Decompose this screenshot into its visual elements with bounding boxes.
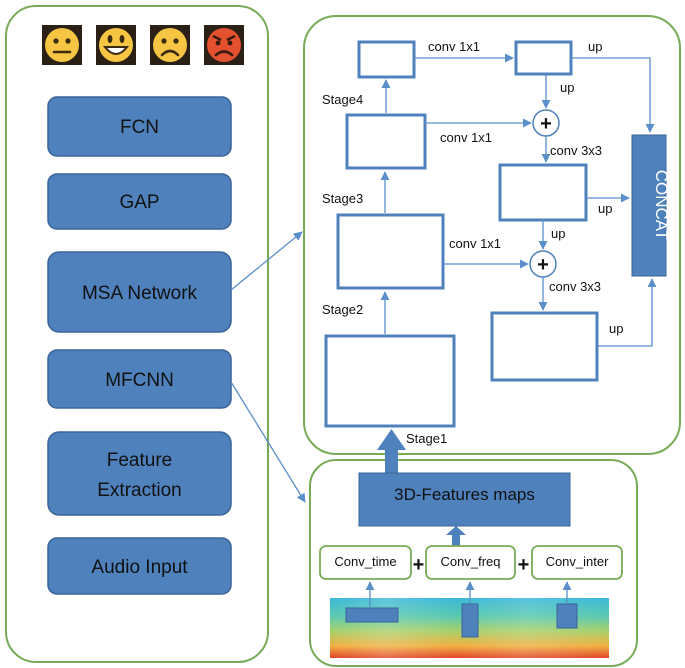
fcn-step: FCN xyxy=(47,96,232,157)
features-map-arrow xyxy=(446,526,466,547)
conv-time-label: Conv_time xyxy=(334,554,396,569)
conv3x3-lower-label: conv 3x3 xyxy=(549,279,601,294)
msa-network-step: MSA Network xyxy=(47,251,232,333)
emotion-grinning-icon xyxy=(96,25,136,65)
stage3-block xyxy=(345,113,427,170)
concat-label: CONCAT xyxy=(652,170,671,241)
audio-input-label: Audio Input xyxy=(91,557,188,578)
conv-freq-label: Conv_freq xyxy=(441,554,501,569)
time-kernel xyxy=(345,607,399,623)
stage2-label: Stage2 xyxy=(322,302,363,317)
stage1-label: Stage1 xyxy=(406,431,447,446)
conv-time-block xyxy=(319,545,412,580)
conv-freq-block xyxy=(425,545,516,580)
bottom-conv-block xyxy=(490,311,599,382)
freq-kernel xyxy=(461,603,479,638)
emotion-sad-icon xyxy=(150,25,190,65)
features-map-label: 3D-Features maps xyxy=(394,485,535,504)
conv1x1-low-label: conv 1x1 xyxy=(449,236,501,251)
stage1-block xyxy=(324,334,456,428)
plus-time-freq: + xyxy=(413,554,425,576)
lower-add-sign: + xyxy=(537,254,549,276)
stage4-label: Stage4 xyxy=(322,92,363,107)
up-label-top: up xyxy=(588,39,602,54)
emotion-neutral-icon xyxy=(42,25,82,65)
stage3-label: Stage3 xyxy=(322,191,363,206)
stage4-block xyxy=(357,40,416,79)
conv-inter-block xyxy=(531,545,623,580)
mfcnn-label: MFCNN xyxy=(105,370,174,391)
up-label-3: up xyxy=(598,201,612,216)
mid-conv-block xyxy=(498,163,588,222)
top-conv-block xyxy=(514,40,573,76)
fcn-label: FCN xyxy=(120,117,159,138)
up-label-2: up xyxy=(560,80,574,95)
audio-input-step: Audio Input xyxy=(47,537,232,595)
stage2-block xyxy=(336,213,445,290)
inter-kernel xyxy=(556,603,578,629)
up-label-4: up xyxy=(551,226,565,241)
msa-detail-link xyxy=(230,231,303,291)
gap-step: GAP xyxy=(47,173,232,230)
feature-extraction-label-line2: Extraction xyxy=(97,480,181,501)
mfcnn-detail-link xyxy=(230,381,306,503)
feature-extraction-step: Feature Extraction xyxy=(47,431,232,516)
conv-inter-label: Conv_inter xyxy=(546,554,610,569)
upper-add-sign: + xyxy=(540,113,552,135)
conv1x1-top-label: conv 1x1 xyxy=(428,39,480,54)
msa-network-label: MSA Network xyxy=(82,283,198,304)
conv1x1-mid-label: conv 1x1 xyxy=(440,130,492,145)
conv3x3-upper-label: conv 3x3 xyxy=(550,143,602,158)
mfcnn-step: MFCNN xyxy=(47,349,232,409)
features-map-block xyxy=(358,472,571,527)
concat-block xyxy=(631,134,667,277)
gap-label: GAP xyxy=(119,192,159,213)
up-label-5: up xyxy=(609,321,623,336)
emotion-angry-icon xyxy=(204,25,244,65)
feature-extraction-label-line1: Feature xyxy=(107,450,172,471)
plus-freq-inter: + xyxy=(518,554,530,576)
